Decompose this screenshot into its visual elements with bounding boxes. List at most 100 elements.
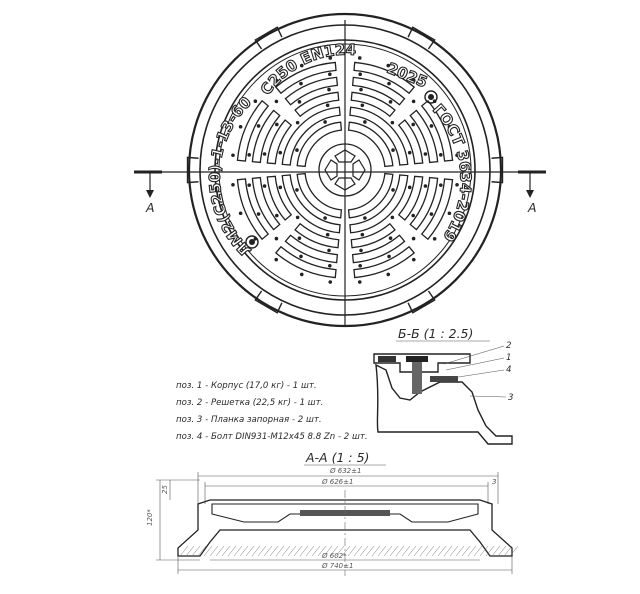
grate-hole (278, 150, 283, 155)
marking-left: ЛМ2(С250)-1-13-60 (206, 93, 255, 260)
grate-hole (455, 182, 459, 187)
hatch-line (497, 545, 507, 557)
grate-hole (256, 212, 261, 216)
grate-slot (284, 76, 339, 106)
grate-hole (423, 152, 428, 156)
grate-slot (266, 175, 293, 221)
grate-hole (247, 183, 251, 187)
hatch-line (401, 545, 411, 557)
section-bb-title: Б-Б (1 : 2.5) (398, 326, 473, 341)
grate-hole (360, 103, 365, 108)
grate-slot (351, 76, 406, 106)
grate-slot (350, 91, 396, 118)
grate-hole (325, 103, 330, 108)
grate-holes (231, 56, 459, 284)
hatch-line (257, 545, 267, 557)
section-aa-title: А-А (1 : 5) (305, 450, 369, 465)
grate-hole (278, 185, 283, 190)
section-label-right: А (527, 200, 537, 215)
hatch-line (473, 545, 483, 557)
svg-text:1: 1 (506, 353, 511, 363)
grate-slot (347, 172, 394, 219)
hatch-line (353, 545, 363, 557)
hatch-line (185, 545, 195, 557)
hatch-line (293, 545, 303, 557)
hatch-line (485, 545, 495, 557)
marking-year: 2025 (385, 59, 430, 91)
grate-slot (420, 178, 454, 241)
grate-hole (274, 99, 279, 104)
hatch-line (509, 545, 519, 557)
hatch-line (377, 545, 387, 557)
hatch-line (263, 545, 273, 557)
grate-slot (274, 245, 337, 279)
dim-top-outer: Ø 632±1 (329, 467, 361, 475)
grate-slot (266, 119, 293, 165)
grate-hole (439, 153, 443, 157)
hatch-line (287, 545, 297, 557)
grate-hole (390, 215, 395, 220)
grate-slot (409, 109, 439, 164)
grate-slot (296, 121, 343, 168)
grate-slot (349, 174, 409, 234)
hatch-line (269, 545, 279, 557)
hatch-line (335, 545, 345, 557)
grate-slot (294, 222, 340, 249)
hatch-line (449, 545, 459, 557)
grate-hole (327, 87, 331, 92)
hatch-line (341, 545, 351, 557)
grate-hole (295, 148, 299, 152)
hatch-line (305, 545, 315, 557)
frame-lug (407, 290, 436, 314)
grate-slot (274, 61, 337, 95)
grate-slot (353, 245, 416, 279)
dim-top-inner: Ø 626±1 (321, 478, 353, 486)
grate-slot (294, 91, 340, 118)
svg-text:4: 4 (506, 365, 511, 375)
hatch-line (251, 545, 261, 557)
hatch-line (419, 545, 429, 557)
grate-hole (231, 153, 235, 158)
grate-hole (299, 254, 303, 259)
grate-hole (323, 216, 327, 220)
grate-slot (397, 119, 424, 165)
grate-hole (387, 254, 391, 259)
hatch-line (431, 545, 441, 557)
grate-slot (353, 61, 416, 95)
note-pos-3: поз. 3 - Планка запорная - 2 шт. (176, 415, 322, 425)
grate-hole (295, 215, 300, 220)
grate-hole (238, 211, 243, 216)
frame-lug (491, 156, 504, 184)
grate-hole (388, 100, 393, 104)
hatch-line (347, 545, 357, 557)
grate-hole (323, 120, 327, 124)
grate-hole (429, 124, 434, 128)
grate-hole (275, 122, 279, 127)
hatch-line (233, 545, 243, 557)
hatch-line (299, 545, 309, 557)
grate-hole (388, 236, 393, 240)
grate-hole (262, 184, 267, 188)
hatch-line (215, 545, 225, 557)
frame-lug (254, 290, 283, 314)
grate-hole (447, 124, 452, 129)
grate-slot (236, 99, 270, 162)
section-bb-locking-plate (430, 376, 458, 382)
hatch-line (413, 545, 423, 557)
note-pos-1: поз. 1 - Корпус (17,0 кг) - 1 шт. (176, 381, 317, 391)
grate-hole (358, 264, 362, 268)
section-hatching (179, 545, 519, 557)
grate-slot (281, 106, 341, 166)
grate-slot (349, 106, 409, 166)
hatch-line (317, 545, 327, 557)
hatch-line (437, 545, 447, 557)
grate-hole (295, 120, 300, 125)
grate-hole (407, 185, 412, 190)
marking-right: ГОСТ 3634-2019 (429, 101, 475, 245)
grate-hole (274, 257, 279, 262)
section-aa-body (177, 499, 513, 557)
hatch-line (359, 545, 369, 557)
grate-hole (328, 264, 332, 268)
frame-lug (186, 156, 199, 184)
